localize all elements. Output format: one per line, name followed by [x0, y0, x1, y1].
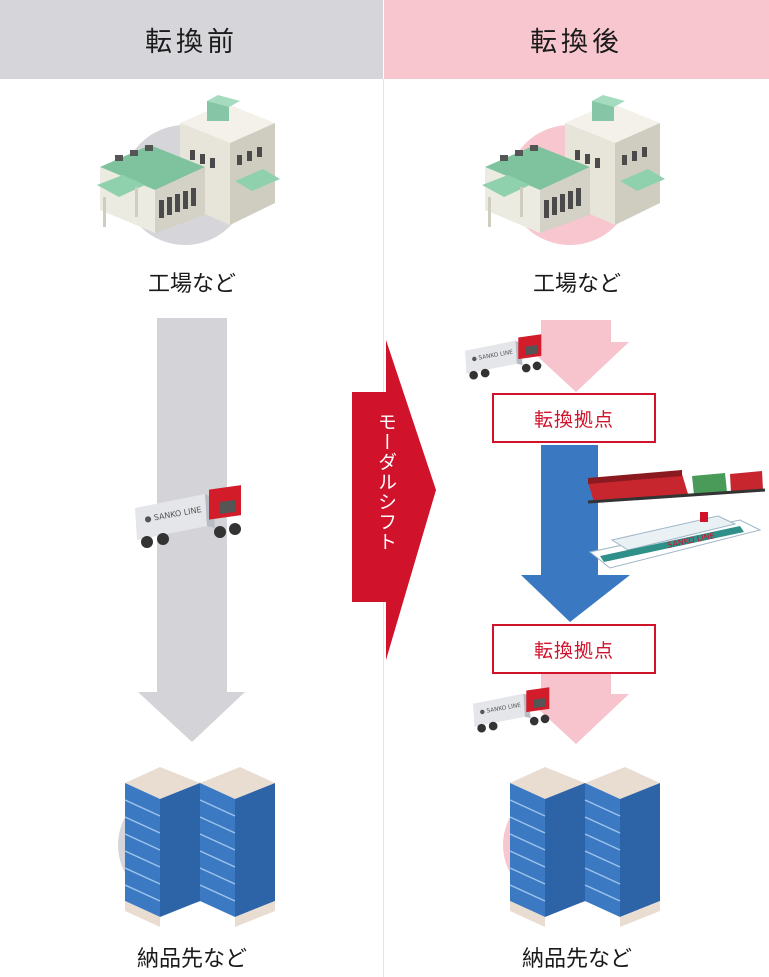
blue-arrow [521, 445, 630, 622]
pink-arrow-top [522, 320, 629, 392]
train-icon [587, 470, 766, 504]
ship-icon: SANKO LINE [588, 512, 762, 569]
office-before-icon [117, 766, 276, 928]
office-after-icon [502, 766, 661, 928]
header-after: 転換後 [384, 0, 769, 79]
truck-after-top-icon [465, 334, 542, 380]
dest-after-label: 納品先など [521, 947, 632, 972]
factory-after-icon [482, 95, 665, 245]
gray-arrow [138, 318, 245, 742]
factory-before-icon [97, 95, 280, 245]
hub-top: 転換拠点 [492, 393, 656, 443]
factory-after-label: 工場など [532, 272, 621, 297]
dest-before-label: 納品先など [136, 947, 247, 972]
modal-shift-arrow [352, 340, 436, 660]
factory-before-label: 工場など [147, 272, 236, 297]
modal-shift-label: モーダルシフト [375, 412, 397, 552]
hub-bottom: 転換拠点 [492, 624, 656, 674]
header-before: 転換前 [0, 0, 383, 79]
truck-after-bottom-icon [473, 687, 550, 733]
